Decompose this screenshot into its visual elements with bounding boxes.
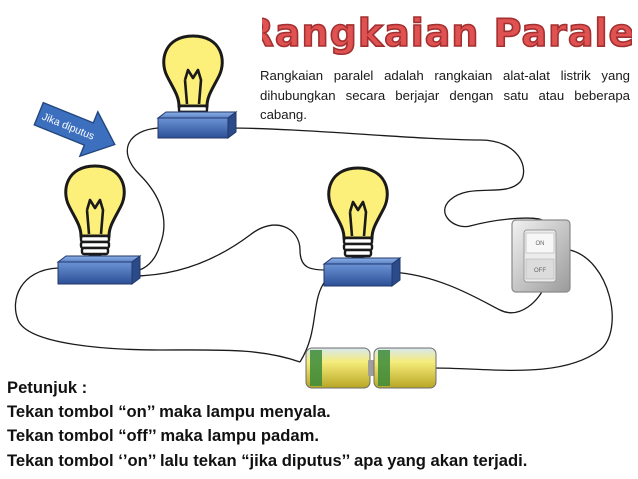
batteries: [305, 347, 437, 389]
cut-wire-arrow[interactable]: Jika diputus: [30, 92, 124, 167]
battery-right: [373, 347, 437, 389]
bulb-left: [56, 164, 142, 285]
light-switch[interactable]: ON OFF: [511, 219, 571, 293]
instruction-line-1: Tekan tombol “on’’ maka lampu menyala.: [7, 402, 331, 422]
bulb-middle: [322, 166, 402, 287]
wires: [14, 127, 613, 372]
switch-off-button[interactable]: [525, 258, 555, 280]
description-text: Rangkaian paralel adalah rangkaian alat-…: [260, 68, 630, 122]
switch-off-label: OFF: [534, 268, 546, 274]
title-block: Rangkaian Paralel: [244, 6, 638, 58]
battery-left: [305, 347, 374, 389]
bulb-top: [156, 34, 238, 139]
instructions-block: Petunjuk : Tekan tombol “on’’ maka lampu…: [7, 376, 637, 473]
title-graphic: Rangkaian Paralel: [244, 10, 638, 56]
instructions-heading: Petunjuk :: [7, 378, 88, 397]
page-title: Rangkaian Paralel: [262, 11, 632, 55]
switch-on-button[interactable]: [525, 232, 555, 254]
instruction-line-3: Tekan tombol ‘’on’’ lalu tekan “jika dip…: [7, 450, 528, 470]
switch-on-label: ON: [536, 241, 545, 247]
instruction-line-2: Tekan tombol “off’’ maka lampu padam.: [7, 426, 319, 446]
